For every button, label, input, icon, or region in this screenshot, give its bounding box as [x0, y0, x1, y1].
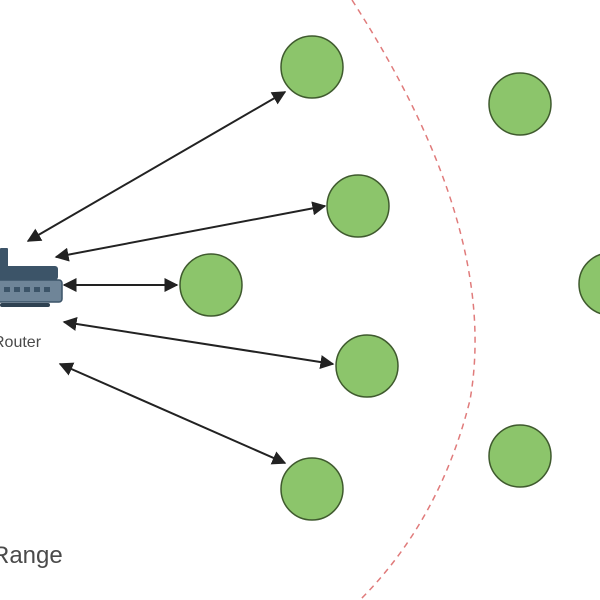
node-6	[488, 72, 552, 136]
in-range-nodes	[179, 35, 399, 521]
range-label: Range	[0, 542, 63, 569]
arrow-to-node-2	[54, 201, 327, 262]
node-1	[280, 35, 344, 99]
range-boundary	[351, 0, 476, 600]
node-2	[326, 174, 390, 238]
connection-arrows	[26, 91, 335, 465]
node-3	[179, 253, 243, 317]
router-icon	[0, 248, 63, 307]
node-8	[488, 424, 552, 488]
node-7	[578, 253, 600, 315]
node-5	[280, 457, 344, 521]
node-4	[335, 334, 399, 398]
arrow-to-node-1	[26, 91, 287, 242]
router-label: Router	[0, 334, 42, 351]
arrow-to-node-4	[62, 317, 335, 369]
arrow-to-node-5	[58, 362, 287, 465]
out-of-range-nodes	[488, 72, 600, 488]
